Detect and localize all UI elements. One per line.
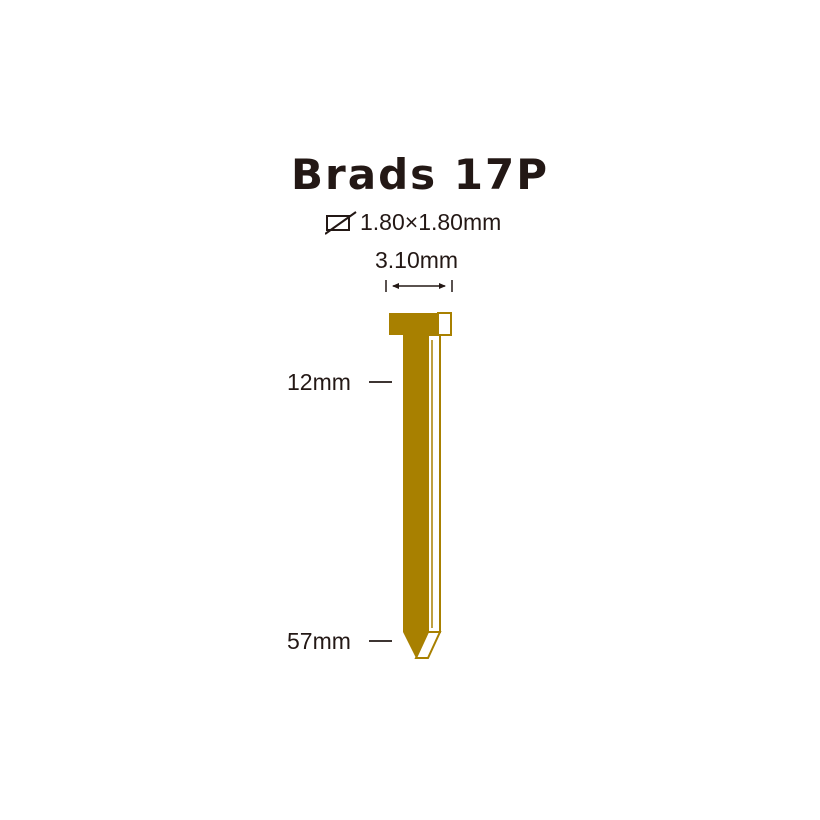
length-max-label: 57mm xyxy=(287,628,351,654)
nail-tip xyxy=(414,631,442,659)
cross-section-value: 1.80×1.80mm xyxy=(360,209,502,235)
head-width-dimension xyxy=(385,280,453,292)
head-width-label: 3.10mm xyxy=(375,247,459,273)
cross-section-spec: 1.80×1.80mm xyxy=(325,209,501,236)
square-section-icon xyxy=(325,210,357,235)
nail-shank xyxy=(403,334,441,658)
nail-head xyxy=(389,312,452,336)
length-min-label: 12mm xyxy=(287,369,351,395)
product-title: Brads 17P xyxy=(291,150,549,199)
